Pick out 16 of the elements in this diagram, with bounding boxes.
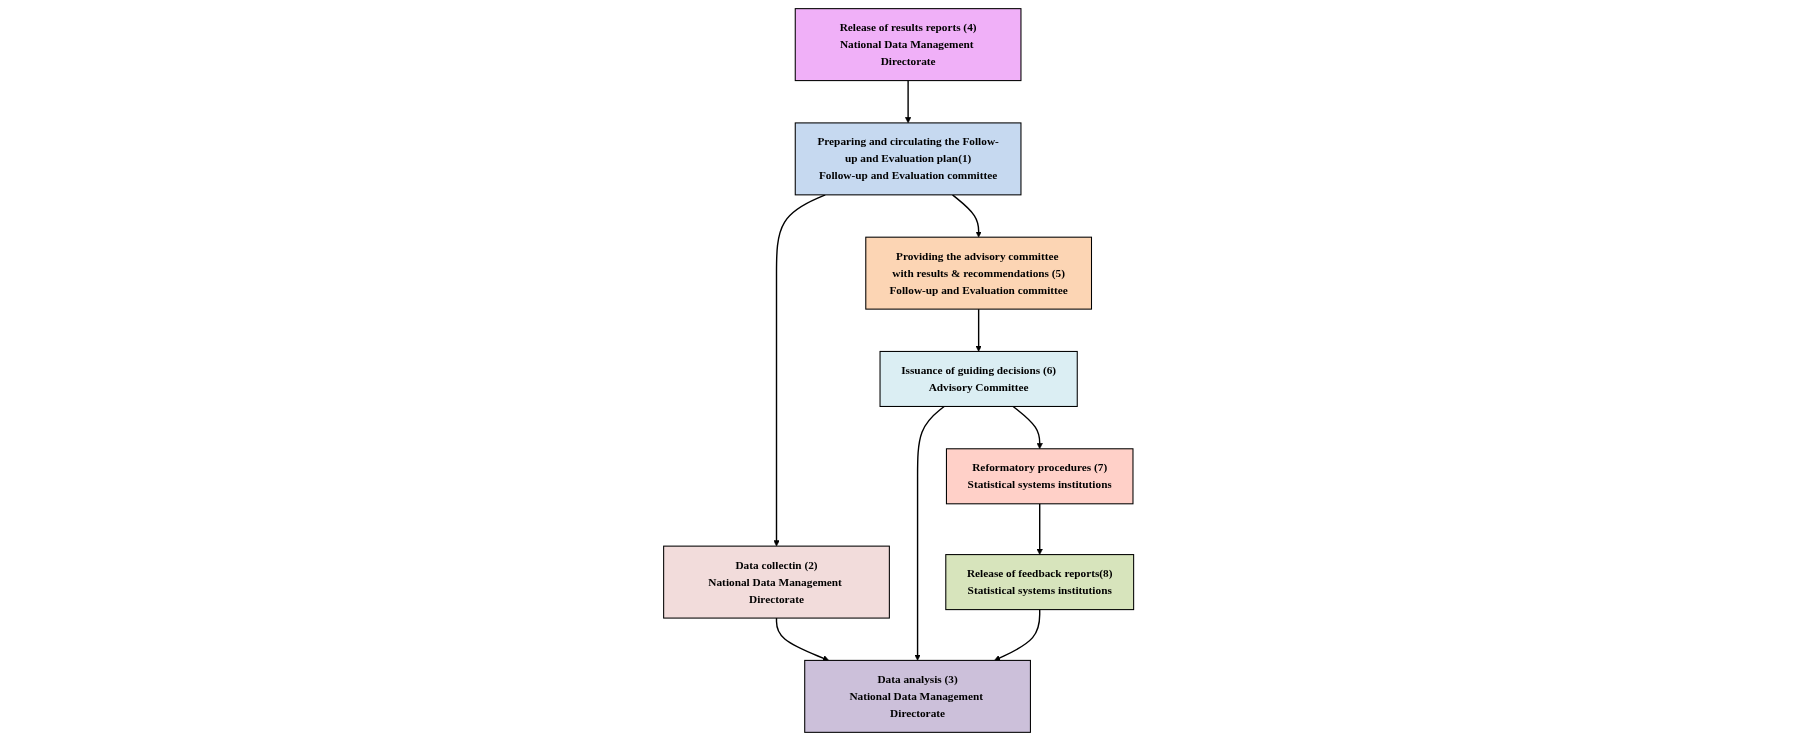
node-box: Data analysis (3) National Data Management Directorate [804,659,1032,733]
arrow [1036,503,1044,555]
arrow [1012,405,1044,450]
node-box: Preparing and circulating the Follow-up and Evaluation plan(1) Follow-up and Evaluation committee [795,122,1022,196]
node-box: Release of feedback reports(8) Statistical systems institutions [945,554,1135,611]
node-box: Reformatory procedures (7) Statistical systems institutions [946,448,1134,505]
node-box: Issuance of guiding decisions (6) Advisory Committee [879,350,1079,407]
node-box: Data collectin (2) National Data Management Directorate [663,545,891,619]
arrow [905,79,912,124]
node-box: Providing the advisory committee with results & recommendations (5) Follow-up and Evaluation committee [865,236,1093,310]
arrow [975,308,983,352]
arrow [914,405,946,661]
arrow [952,194,983,238]
node-box: Release of results reports (4) National Data Management Directorate [795,8,1022,82]
arrow [776,617,830,662]
arrow [994,608,1041,661]
